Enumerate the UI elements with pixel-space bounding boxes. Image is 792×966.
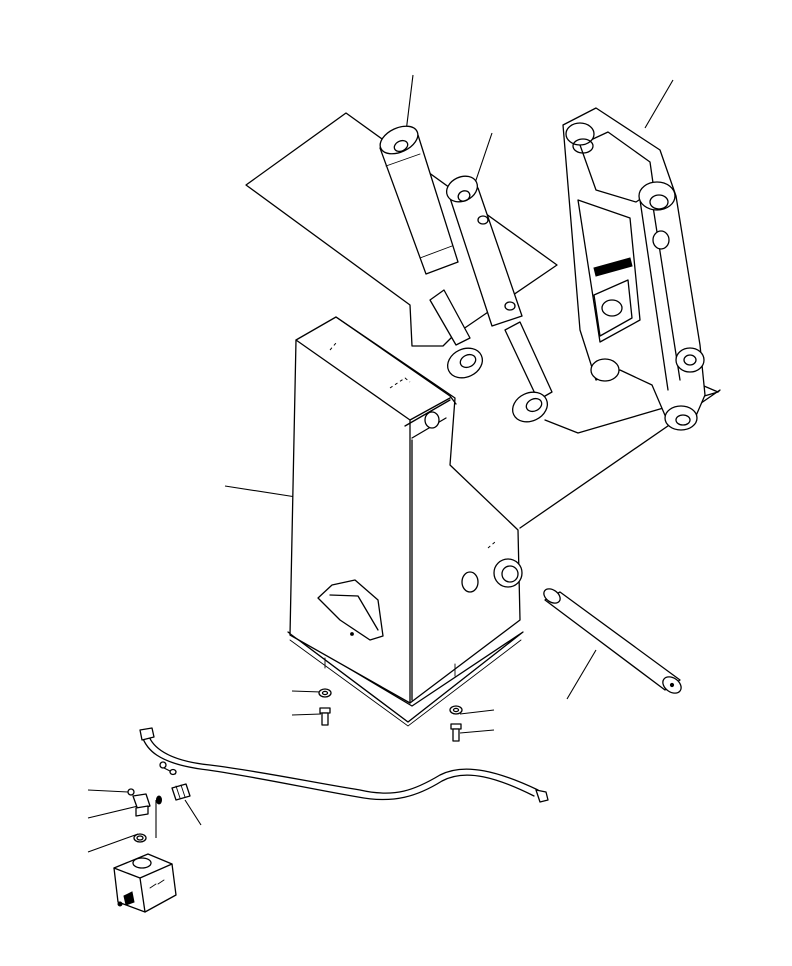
grease-line: [139, 727, 549, 803]
swing-bracket: [562, 107, 706, 431]
pivot-pin: [543, 588, 682, 694]
fittings: [127, 761, 191, 843]
left-hydraulic-cylinder: [379, 125, 484, 379]
valve-block: [113, 853, 177, 913]
leader-lines: [87, 74, 674, 853]
reference-plane-left: [245, 112, 558, 347]
right-hydraulic-cylinder: [445, 175, 553, 423]
fasteners: [318, 688, 463, 742]
boom-mount-frame: [287, 316, 524, 727]
